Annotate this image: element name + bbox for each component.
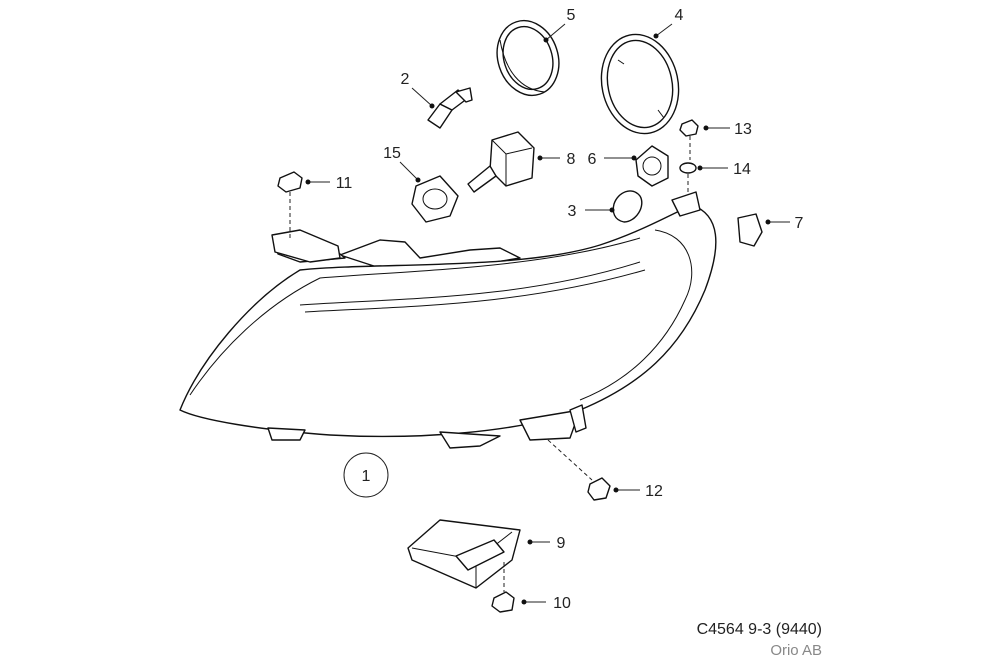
halogen-bulb bbox=[427, 87, 473, 129]
xenon-bulb bbox=[467, 131, 535, 193]
leader-lines bbox=[305, 23, 790, 605]
screw-13 bbox=[679, 119, 699, 160]
drawing-company: Orio AB bbox=[770, 642, 822, 659]
callout-label-6: 6 bbox=[588, 151, 597, 168]
callout-label-1: 1 bbox=[362, 468, 371, 485]
screw-12 bbox=[547, 439, 611, 501]
clip bbox=[737, 213, 763, 247]
callout-circle-1 bbox=[343, 452, 389, 498]
callout-label-9: 9 bbox=[557, 535, 566, 552]
callout-label-7: 7 bbox=[795, 215, 804, 232]
callout-label-11: 11 bbox=[336, 175, 353, 192]
callout-label-8: 8 bbox=[567, 151, 576, 168]
cover-ring bbox=[600, 33, 680, 135]
callout-label-15: 15 bbox=[383, 145, 401, 162]
callout-label-4: 4 bbox=[675, 7, 684, 24]
drawing-reference-code: C4564 9-3 (9440) bbox=[696, 621, 822, 638]
callout-label-14: 14 bbox=[733, 161, 751, 178]
callout-label-5: 5 bbox=[567, 7, 576, 24]
callout-label-13: 13 bbox=[734, 121, 752, 138]
callout-label-2: 2 bbox=[401, 71, 410, 88]
washer-14 bbox=[679, 162, 697, 194]
bulb-socket bbox=[635, 145, 669, 187]
callout-label-10: 10 bbox=[553, 595, 571, 612]
indicator-bulb bbox=[612, 190, 643, 223]
bulb-cover bbox=[496, 19, 560, 97]
bulb-holder bbox=[411, 175, 459, 223]
control-unit bbox=[407, 519, 521, 592]
callout-labels: 2 3 4 5 6 7 8 9 10 11 12 13 14 15 bbox=[336, 7, 804, 612]
callout-label-3: 3 bbox=[568, 203, 577, 220]
screw-11 bbox=[277, 171, 303, 238]
callout-label-12: 12 bbox=[645, 483, 663, 500]
headlamp-housing bbox=[179, 191, 717, 449]
screw-10 bbox=[491, 591, 515, 613]
